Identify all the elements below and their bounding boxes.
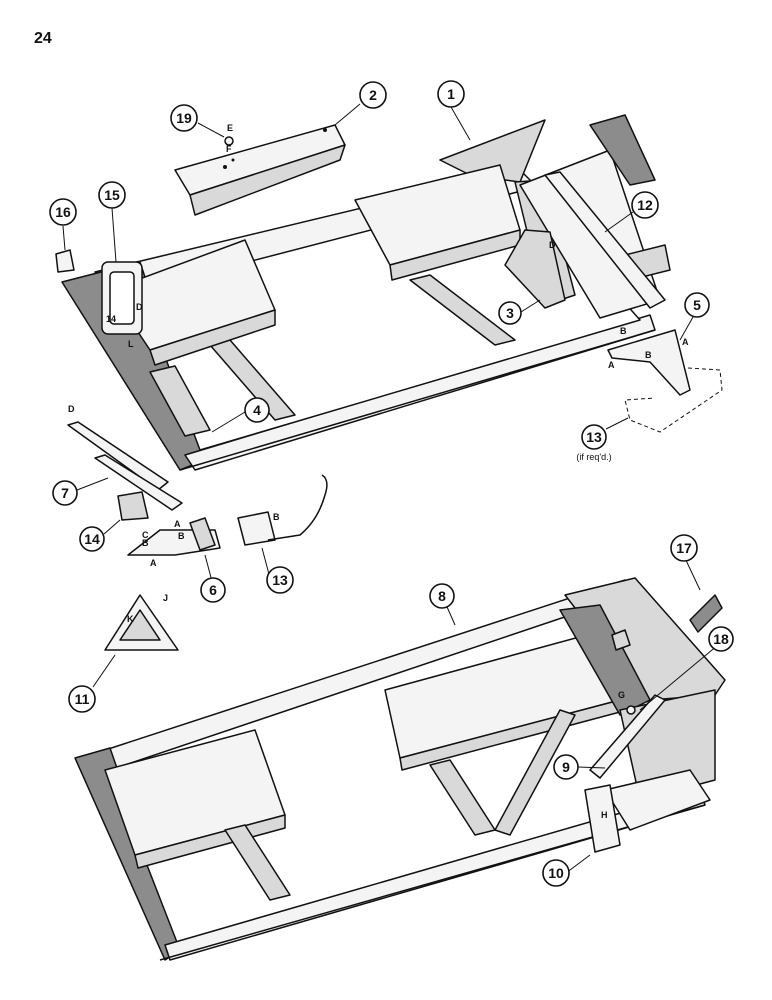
svg-text:16: 16: [55, 204, 71, 220]
svg-text:18: 18: [713, 631, 729, 647]
letter-label: D: [136, 302, 143, 312]
callout-9: 9: [553, 754, 579, 780]
letter-label: A: [150, 558, 157, 568]
letter-label: D: [68, 404, 75, 414]
svg-text:8: 8: [438, 588, 446, 604]
svg-text:14: 14: [84, 531, 100, 547]
letter-label: B: [178, 531, 185, 541]
callout-8: 8: [429, 583, 455, 609]
letter-label: E: [227, 123, 233, 133]
bracket-part-5: [607, 329, 691, 396]
letter-label: B: [620, 326, 627, 336]
svg-text:2: 2: [369, 87, 377, 103]
letter-label: 14: [106, 314, 116, 324]
callout-11: 11: [68, 685, 96, 713]
letter-label: L: [128, 339, 134, 349]
lower-frame-assembly: [74, 577, 726, 961]
callout-13-lower: 13: [266, 566, 294, 594]
callout-2: 2: [359, 81, 387, 109]
clip-part-14: [117, 491, 149, 521]
svg-text:5: 5: [693, 297, 701, 313]
svg-text:12: 12: [637, 197, 653, 213]
callout-7: 7: [52, 480, 78, 506]
svg-text:17: 17: [676, 540, 692, 556]
letter-label: B: [142, 538, 149, 548]
letter-label: F: [226, 144, 232, 154]
callout-13-upper: 13: [581, 424, 607, 450]
letter-label: A: [608, 360, 615, 370]
rod-part-13: [237, 474, 328, 546]
callout-19: 19: [170, 104, 198, 132]
plate-part-6b: [189, 517, 216, 551]
svg-text:9: 9: [562, 759, 570, 775]
callout-5: 5: [684, 292, 710, 318]
svg-text:13: 13: [586, 429, 602, 445]
letter-label: K: [127, 614, 134, 624]
upper-frame-assembly: [61, 114, 671, 471]
letter-label: H: [601, 810, 608, 820]
callout-3: 3: [498, 301, 522, 325]
callout-18: 18: [708, 626, 734, 652]
if-required-note: (if req'd.): [576, 452, 611, 462]
svg-text:13: 13: [272, 572, 288, 588]
svg-text:4: 4: [253, 402, 261, 418]
rail-part-12: [544, 171, 666, 309]
letter-label: B: [273, 512, 280, 522]
svg-text:1: 1: [447, 86, 455, 102]
letter-label: A: [682, 337, 689, 347]
handle-part-15: [101, 261, 143, 335]
letter-label: A: [174, 519, 181, 529]
callout-12: 12: [631, 191, 659, 219]
shield-part-2: [174, 124, 346, 216]
letter-label: J: [163, 593, 168, 603]
svg-text:7: 7: [61, 485, 69, 501]
callout-6: 6: [200, 577, 226, 603]
smv-emblem-11: [104, 594, 179, 651]
svg-text:10: 10: [548, 865, 564, 881]
washer-part-18: [626, 705, 636, 715]
svg-text:3: 3: [506, 305, 514, 321]
letter-label: C: [142, 530, 149, 540]
callout-16: 16: [49, 198, 77, 226]
callout-14: 14: [79, 526, 105, 552]
callout-15: 15: [98, 181, 126, 209]
bracket-part-7: [67, 421, 183, 511]
callout-10: 10: [542, 859, 570, 887]
washer-part-19: [224, 136, 234, 146]
letter-label: B: [645, 350, 652, 360]
callout-17: 17: [670, 534, 698, 562]
letter-label: D: [549, 240, 556, 250]
dashed-rod-13: [624, 367, 723, 433]
callout-4: 4: [244, 397, 270, 423]
svg-text:11: 11: [75, 691, 90, 707]
svg-text:19: 19: [176, 110, 192, 126]
svg-text:6: 6: [209, 582, 217, 598]
decal-part-17: [689, 594, 723, 633]
bracket-part-16: [55, 249, 75, 273]
callout-1: 1: [437, 80, 465, 108]
letter-label: G: [618, 690, 625, 700]
svg-text:15: 15: [104, 187, 120, 203]
page-number: 24: [34, 30, 52, 47]
